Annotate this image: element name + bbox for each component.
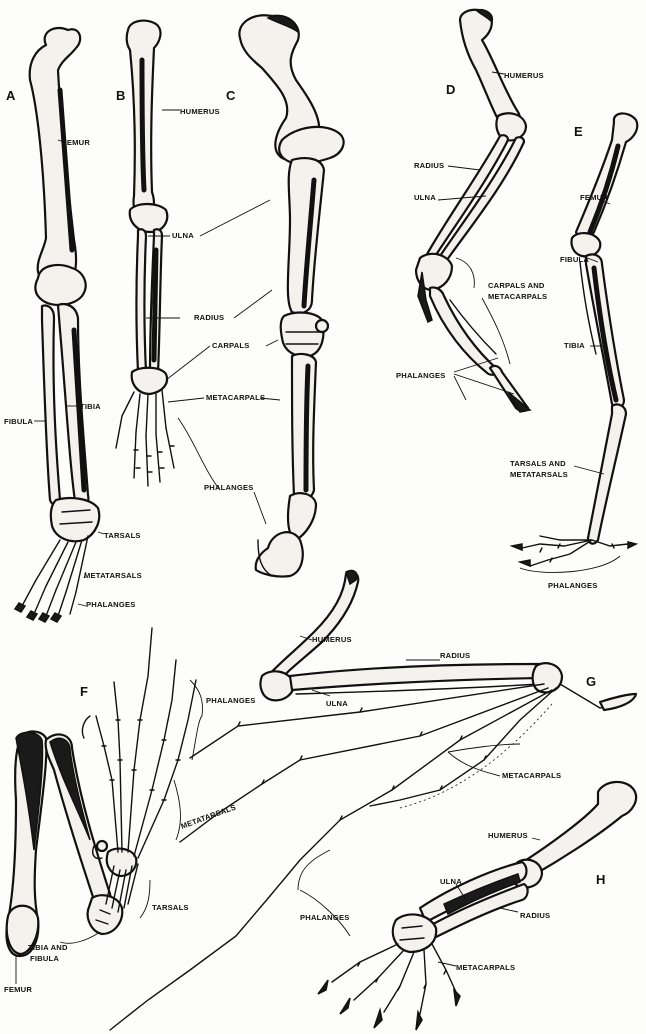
label-phalanges-d: PHALANGES — [396, 371, 445, 380]
label-tibia-e: TIBIA — [564, 341, 585, 350]
panel-h-letter: H — [596, 872, 605, 887]
carpals-metacarpals-leader — [456, 258, 474, 288]
label-radius-h: RADIUS — [520, 911, 550, 920]
bird-toe-joints — [540, 544, 614, 562]
horse-accessory-carpal — [316, 320, 328, 332]
label-femur: FEMUR — [62, 138, 90, 147]
h-finger-joints — [358, 962, 446, 990]
radius-leader-h — [500, 908, 518, 912]
panel-f-letter: F — [80, 684, 88, 699]
panel-e-bird-leg: E FEMUR FIBULA TIBIA TARSALS AND METATAR… — [510, 113, 637, 590]
label-carpals: CARPALS — [212, 341, 250, 350]
label-radius-b: RADIUS — [194, 313, 224, 322]
horse-carpals — [281, 313, 324, 357]
label-metacarpals-d: METACARPALS — [488, 292, 547, 301]
bird-knee — [571, 233, 600, 256]
panel-b-letter: B — [116, 88, 125, 103]
f-tibia-bone — [46, 734, 111, 909]
panel-a-human-leg: A FEMUR FIBULA TIBIA TARSALS METATARSALS… — [4, 28, 142, 622]
panel-d-bird-wing: D HUMERUS RADIUS ULNA CARPALS AND METACA… — [396, 10, 547, 412]
panel-e-letter: E — [574, 124, 583, 139]
label-metacarpals-b: METACARPALS — [206, 393, 265, 402]
tibia-fibula-leader — [60, 932, 100, 943]
panel-g-letter: G — [586, 674, 596, 689]
horse-cannon-shading — [306, 366, 308, 490]
phalanges-bracket-f — [190, 680, 203, 760]
radius-shading — [154, 250, 156, 360]
horse-hoof — [256, 532, 303, 576]
tarsals-bracket-f — [140, 880, 150, 918]
elbow-joint — [130, 204, 167, 232]
label-metacarpals-g: METACARPALS — [502, 771, 561, 780]
bird-humerus-bone — [460, 10, 520, 129]
label-tarsals-f: TARSALS — [152, 903, 189, 912]
label-fibula-e: FIBULA — [560, 255, 589, 264]
label-femur-f: FEMUR — [4, 985, 32, 994]
label-ulna-d: ULNA — [414, 193, 436, 202]
label-tibia-and-f: TIBIA AND — [28, 943, 68, 952]
finger-joints — [134, 446, 174, 472]
label-carpals-and-d: CARPALS AND — [488, 281, 545, 290]
humerus-leader-h — [532, 838, 540, 840]
label-ulna-b: ULNA — [172, 231, 194, 240]
f-ankle — [88, 895, 123, 934]
label-phalanges-a: PHALANGES — [86, 600, 135, 609]
label-humerus-d: HUMERUS — [504, 71, 544, 80]
panel-d-letter: D — [446, 82, 455, 97]
label-tarsals: TARSALS — [104, 531, 141, 540]
g-thumb-claw — [600, 694, 636, 710]
label-humerus-b: HUMERUS — [180, 107, 220, 116]
h-carpals — [393, 914, 436, 952]
metacarpal-bones — [122, 390, 166, 436]
label-radius-d: RADIUS — [414, 161, 444, 170]
ulna-bone — [137, 229, 147, 375]
f-claw-curl — [82, 716, 90, 738]
f-tarsal-nodule — [97, 841, 107, 851]
metatarsals-bracket-f — [174, 780, 180, 840]
label-humerus-h: HUMERUS — [488, 831, 528, 840]
label-phalanges-e: PHALANGES — [548, 581, 597, 590]
label-fibula-f: FIBULA — [30, 954, 59, 963]
label-phalanges-b: PHALANGES — [204, 483, 253, 492]
label-humerus-g: HUMERUS — [312, 635, 352, 644]
label-metatarsals: METATARSALS — [84, 571, 142, 580]
humerus-shading — [142, 60, 144, 190]
label-femur-e: FEMUR — [580, 193, 608, 202]
panel-h-forelimb: H HUMERUS ULNA RADIUS METACARPALS — [318, 782, 636, 1030]
label-ulna-h: ULNA — [440, 877, 462, 886]
panel-a-letter: A — [6, 88, 16, 103]
knee-joint — [35, 265, 85, 305]
fibula-bone — [42, 306, 60, 505]
label-metacarpals-h: METACARPALS — [456, 963, 515, 972]
bird-tarsometatarsus — [588, 404, 626, 543]
tarsal-bones — [51, 498, 99, 541]
radius-leader-d — [448, 166, 480, 170]
label-tibia: TIBIA — [80, 402, 101, 411]
label-ulna-g: ULNA — [326, 699, 348, 708]
metatarsal-bones — [36, 536, 88, 592]
g-wing-membrane-edge — [400, 704, 552, 808]
phalanges-leader-b — [178, 418, 266, 524]
bird-femur-bone — [576, 113, 637, 238]
label-radius-g: RADIUS — [440, 651, 470, 660]
panel-f-leg: F PHALANGES METATARSALS TARSALS TIBIA AN… — [4, 628, 255, 994]
panel-c-horse-foreleg: C — [226, 15, 344, 576]
phalanges-leader-a — [78, 604, 86, 606]
label-metatarsals-e: METATARSALS — [510, 470, 568, 479]
panel-b-human-arm: B HUMERUS ULNA RADIUS CARPALS METACARPAL… — [116, 21, 280, 524]
label-fibula: FIBULA — [4, 417, 33, 426]
bird-ulna-bone — [436, 137, 524, 266]
label-tarsals-and-e: TARSALS AND — [510, 459, 566, 468]
label-phalanges-g: PHALANGES — [300, 913, 349, 922]
h-metacarpal-phalanges — [332, 944, 456, 1014]
panel-g-wing: G HUMERUS RADIUS ULNA METACARPALS PHALAN… — [110, 570, 636, 1030]
metacarpals-leader-h — [438, 962, 456, 966]
label-phalanges-f: PHALANGES — [206, 696, 255, 705]
phalanges-bracket-g — [298, 850, 350, 936]
f-tarsals — [107, 849, 137, 876]
panel-c-letter: C — [226, 88, 236, 103]
tarsals-metatarsals-leader — [574, 466, 604, 474]
